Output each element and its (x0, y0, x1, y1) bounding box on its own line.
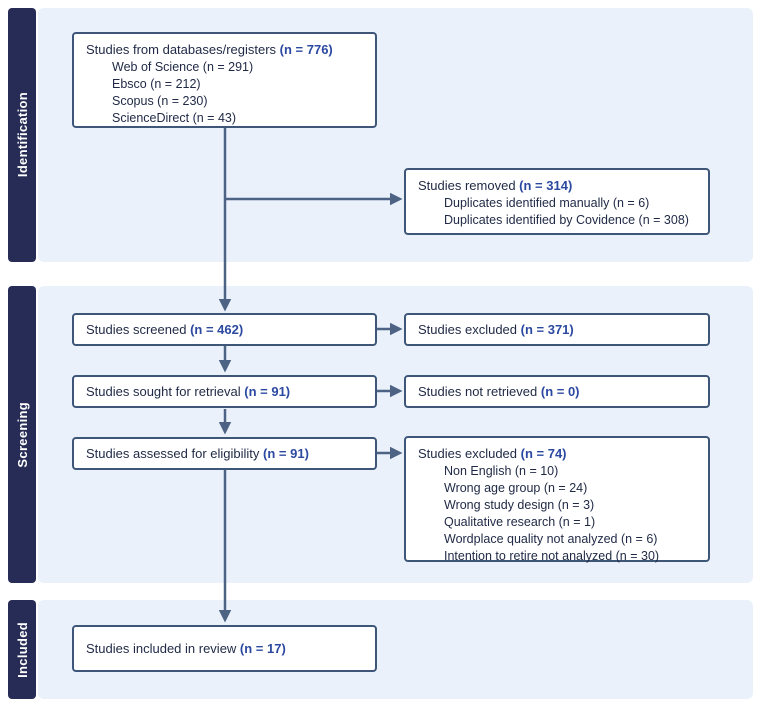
box-sub-list: Non English (n = 10) Wrong age group (n =… (418, 463, 700, 565)
box-studies-from-databases: Studies from databases/registers (n = 77… (72, 32, 377, 128)
box-sub-item: Qualitative research (n = 1) (444, 515, 596, 529)
box-title-text: Studies included in review (86, 641, 240, 656)
box-studies-included-review: Studies included in review (n = 17) (72, 625, 377, 672)
sidebar-included: Included (8, 600, 36, 699)
box-sub-item: Wrong age group (n = 24) (444, 481, 588, 495)
box-title: Studies not retrieved (n = 0) (418, 384, 580, 399)
box-sub-item: Intention to retire not analyzed (n = 30… (444, 549, 660, 563)
box-title-text: Studies not retrieved (418, 384, 541, 399)
box-studies-removed: Studies removed (n = 314) Duplicates ide… (404, 168, 710, 235)
sidebar-screening: Screening (8, 286, 36, 583)
box-sub-item: Ebsco (n = 212) (112, 77, 201, 91)
box-title: Studies assessed for eligibility (n = 91… (86, 446, 309, 461)
box-studies-screened: Studies screened (n = 462) (72, 313, 377, 346)
box-studies-not-retrieved: Studies not retrieved (n = 0) (404, 375, 710, 408)
box-title: Studies excluded (n = 74) (418, 445, 700, 462)
box-sub-item: Web of Science (n = 291) (112, 60, 254, 74)
box-title: Studies from databases/registers (n = 77… (86, 41, 367, 58)
box-title-text: Studies removed (418, 178, 520, 193)
box-count: (n = 314) (519, 178, 573, 193)
box-count: (n = 74) (520, 446, 567, 461)
sidebar-included-label: Included (14, 621, 30, 678)
sidebar-identification: Identification (8, 8, 36, 262)
box-sub-item: Non English (n = 10) (444, 464, 559, 478)
box-count: (n = 776) (279, 42, 333, 57)
box-sub-item: Wrong study design (n = 3) (444, 498, 595, 512)
box-title-text: Studies sought for retrieval (86, 384, 245, 399)
box-sub-item: ScienceDirect (n = 43) (112, 111, 237, 125)
box-count: (n = 0) (540, 384, 580, 399)
sidebar-identification-label: Identification (14, 92, 30, 178)
box-sub-list: Web of Science (n = 291) Ebsco (n = 212) S… (86, 59, 367, 127)
box-sub-item: Scopus (n = 230) (112, 94, 208, 108)
box-sub-list: Duplicates identified manually (n = 6) Du… (418, 195, 700, 229)
box-title: Studies screened (n = 462) (86, 322, 243, 337)
box-count: (n = 371) (520, 322, 574, 337)
box-title-text: Studies from databases/registers (86, 42, 280, 57)
box-count: (n = 91) (244, 384, 291, 399)
box-studies-excluded-eligibility: Studies excluded (n = 74) Non English (n… (404, 436, 710, 565)
box-title-text: Studies assessed for eligibility (86, 446, 264, 461)
box-title-text: Studies excluded (418, 446, 521, 461)
box-title-text: Studies excluded (418, 322, 521, 337)
box-title: Studies excluded (n = 371) (418, 322, 574, 337)
box-sub-item: Duplicates identified manually (n = 6) (444, 196, 650, 210)
box-title-text: Studies screened (86, 322, 191, 337)
box-title: Studies removed (n = 314) (418, 177, 700, 194)
box-studies-sought-retrieval: Studies sought for retrieval (n = 91) (72, 375, 377, 408)
box-title: Studies included in review (n = 17) (86, 641, 286, 656)
box-count: (n = 91) (263, 446, 309, 461)
box-count: (n = 17) (239, 641, 286, 656)
box-sub-item: Wordplace quality not analyzed (n = 6) (444, 532, 658, 546)
box-title: Studies sought for retrieval (n = 91) (86, 384, 290, 399)
box-studies-assessed-eligibility: Studies assessed for eligibility (n = 91… (72, 437, 377, 470)
box-studies-excluded-screening: Studies excluded (n = 371) (404, 313, 710, 346)
box-count: (n = 462) (190, 322, 244, 337)
box-sub-item: Duplicates identified by Covidence (n = … (444, 213, 689, 227)
sidebar-screening-label: Screening (14, 401, 30, 468)
